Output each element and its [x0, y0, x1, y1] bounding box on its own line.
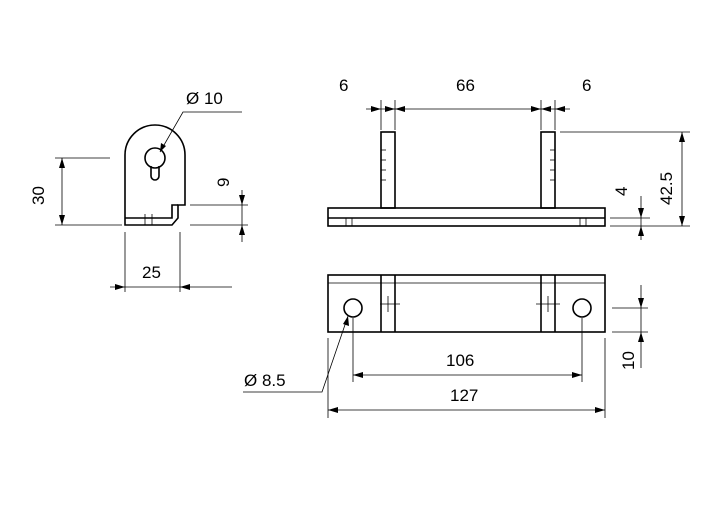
dia10-leader [159, 111, 242, 153]
keyhole-circle [144, 147, 166, 169]
arrow-6l-a [371, 106, 381, 112]
arrow-6r-a [541, 106, 551, 112]
front-base-plate [327, 207, 606, 227]
keyhole-slot [150, 166, 160, 181]
mount-hole-right [572, 298, 592, 318]
mount-hole-left [343, 298, 363, 318]
arrow-4-bottom [638, 226, 644, 236]
dim-dia10: Ø 10 [186, 89, 223, 108]
dia85-leader [243, 315, 349, 393]
arrow-6l-b [385, 106, 395, 112]
dim-10: 10 [619, 351, 638, 370]
arrow-425-top [679, 132, 685, 142]
arrow-106-left [353, 372, 363, 378]
arrow-9-top [239, 195, 245, 205]
front-flange-ticks [345, 149, 587, 226]
arrow-6r-b [555, 106, 565, 112]
top-view: 10 106 127 Ø 8.5 [243, 274, 648, 418]
dim-127: 127 [450, 386, 478, 405]
dia85-arrow [343, 316, 349, 326]
side-view: Ø 10 30 9 25 [29, 89, 248, 292]
arrow-25-left [115, 284, 125, 290]
arrow-106-right [572, 372, 582, 378]
dim-dia8-5: Ø 8.5 [244, 371, 286, 390]
arrow-9-bottom [239, 225, 245, 235]
arrow-4-top [638, 208, 644, 218]
arrow-425-bottom [679, 216, 685, 226]
dim-6-right: 6 [582, 76, 591, 95]
dim-6-left: 6 [339, 76, 348, 95]
dim-106: 106 [446, 351, 474, 370]
arrow-10-top [638, 298, 644, 308]
arrow-10-bottom [638, 332, 644, 342]
arrow-66-left [395, 106, 405, 112]
dim-9: 9 [214, 178, 233, 187]
side-view-outline [124, 124, 186, 226]
dim-30: 30 [29, 186, 48, 205]
top-center-ticks [380, 296, 560, 312]
arrow-127-left [328, 407, 338, 413]
dim-66: 66 [456, 76, 475, 95]
dim-25: 25 [142, 263, 161, 282]
top-view-outline [327, 274, 606, 333]
front-view: 6 66 6 42.5 4 [327, 76, 690, 240]
arrow-66-right [531, 106, 541, 112]
dim-4: 4 [612, 187, 631, 196]
side-view-bend [125, 204, 178, 219]
dia10-arrow [160, 143, 166, 152]
arrow-30-bottom [59, 215, 65, 225]
dim-42-5: 42.5 [657, 172, 676, 205]
arrow-25-right [180, 284, 190, 290]
arrow-127-right [595, 407, 605, 413]
arrow-30-top [59, 158, 65, 168]
